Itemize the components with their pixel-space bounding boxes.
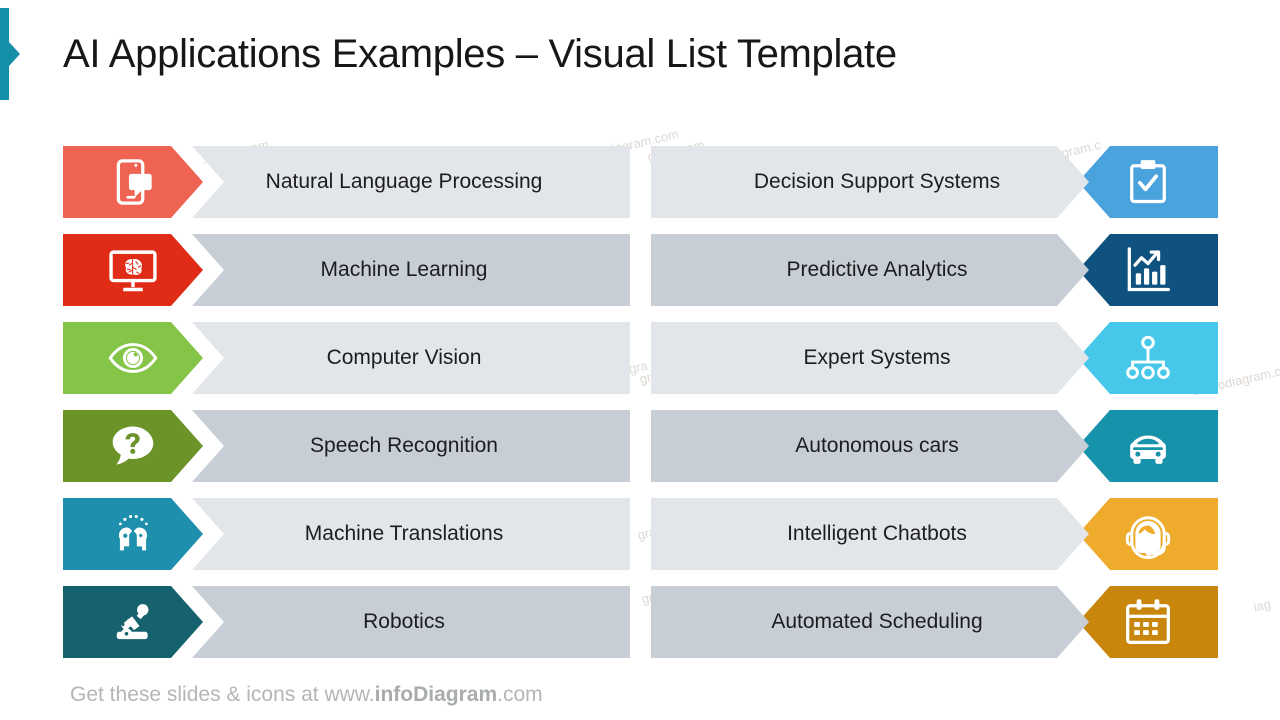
eye-icon	[63, 322, 203, 394]
list-item-label-bar[interactable]: Robotics	[192, 586, 630, 658]
hierarchy-tree-icon	[1078, 322, 1218, 394]
list-item[interactable]: Intelligent Chatbots	[651, 498, 1218, 570]
list-item[interactable]: Predictive Analytics	[651, 234, 1218, 306]
footer-prefix: Get these slides & icons at www.	[70, 683, 375, 706]
bar-chart-arrow-icon	[1078, 234, 1218, 306]
list-item-label-bar[interactable]: Automated Scheduling	[651, 586, 1089, 658]
footer-brand: infoDiagram	[374, 683, 498, 706]
two-heads-icon	[63, 498, 203, 570]
accent-shape	[0, 8, 20, 100]
list-item[interactable]: Machine Learning	[63, 234, 630, 306]
calendar-icon	[1078, 586, 1218, 658]
list-item[interactable]: Autonomous cars	[651, 410, 1218, 482]
monitor-brain-icon	[63, 234, 203, 306]
list-item-label: Predictive Analytics	[786, 258, 968, 281]
list-item-label-bar[interactable]: Expert Systems	[651, 322, 1089, 394]
list-item-label-bar[interactable]: Natural Language Processing	[192, 146, 630, 218]
headset-agent-icon	[1078, 498, 1218, 570]
list-item-label: Intelligent Chatbots	[787, 522, 967, 545]
list-item[interactable]: Robotics	[63, 586, 630, 658]
accent-mark	[0, 8, 20, 100]
list-item[interactable]: Decision Support Systems	[651, 146, 1218, 218]
list-item-label-bar[interactable]: Computer Vision	[192, 322, 630, 394]
list-item-label: Automated Scheduling	[771, 610, 983, 633]
list-item-label-bar[interactable]: Machine Learning	[192, 234, 630, 306]
footer-credit: Get these slides & icons at www.infoDiag…	[70, 683, 543, 707]
list-item[interactable]: Automated Scheduling	[651, 586, 1218, 658]
list-item-label: Machine Learning	[320, 258, 488, 281]
smartphone-chat-icon	[63, 146, 203, 218]
page-title: AI Applications Examples – Visual List T…	[63, 32, 897, 76]
list-item-label: Natural Language Processing	[265, 170, 543, 193]
list-item-label: Decision Support Systems	[753, 170, 1001, 193]
list-item-label-bar[interactable]: Decision Support Systems	[651, 146, 1089, 218]
list-item-label-bar[interactable]: Machine Translations	[192, 498, 630, 570]
footer-suffix: .com	[497, 683, 543, 706]
robot-arm-icon	[63, 586, 203, 658]
list-item-label: Autonomous cars	[795, 434, 959, 457]
list-item-label: Expert Systems	[803, 346, 951, 369]
list-item-label: Computer Vision	[326, 346, 482, 369]
clipboard-check-icon	[1078, 146, 1218, 218]
list-item-label-bar[interactable]: Autonomous cars	[651, 410, 1089, 482]
list-item-label: Machine Translations	[304, 522, 504, 545]
speech-bubble-question-icon	[63, 410, 203, 482]
list-item-label: Speech Recognition	[310, 434, 498, 457]
list-item[interactable]: Computer Vision	[63, 322, 630, 394]
list-item-label-bar[interactable]: Predictive Analytics	[651, 234, 1089, 306]
list-item[interactable]: Natural Language Processing	[63, 146, 630, 218]
car-front-icon	[1078, 410, 1218, 482]
list-item-label-bar[interactable]: Intelligent Chatbots	[651, 498, 1089, 570]
list-item[interactable]: Machine Translations	[63, 498, 630, 570]
list-item-label-bar[interactable]: Speech Recognition	[192, 410, 630, 482]
list-item[interactable]: Speech Recognition	[63, 410, 630, 482]
list-item[interactable]: Expert Systems	[651, 322, 1218, 394]
list-item-label: Robotics	[363, 610, 445, 633]
